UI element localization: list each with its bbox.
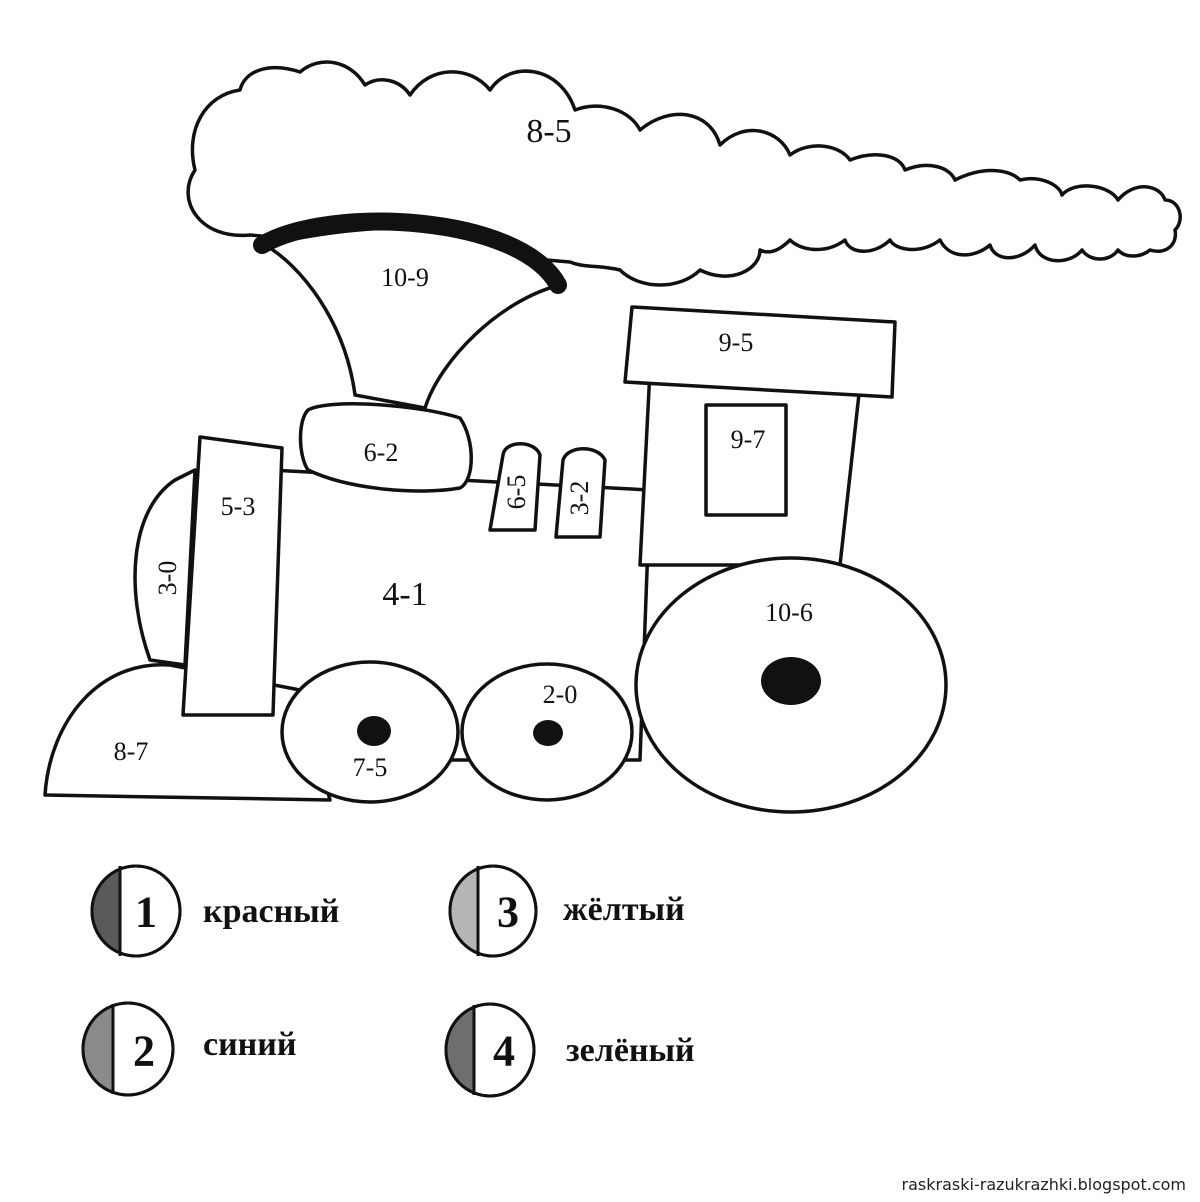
region-label-front-plate: 5-3 bbox=[220, 492, 256, 521]
legend-number-1: 1 bbox=[135, 887, 157, 937]
legend-swatch-3 bbox=[448, 864, 538, 958]
legend-label-2: синий bbox=[203, 1026, 297, 1063]
region-label-sand-box-1: 6-5 bbox=[502, 474, 531, 510]
legend-swatch-2 bbox=[81, 1001, 175, 1097]
legend-label-3: жёлтый bbox=[563, 891, 685, 928]
legend-number-3: 3 bbox=[497, 887, 519, 937]
source-credit: raskraski-razukrazhki.blogspot.com bbox=[901, 1175, 1186, 1194]
legend-number-2: 2 bbox=[133, 1026, 155, 1076]
region-label-dome: 6-2 bbox=[363, 438, 399, 467]
region-label-smoke: 8-5 bbox=[526, 113, 572, 150]
region-label-boiler: 4-1 bbox=[382, 576, 428, 613]
cab-roof-shape bbox=[623, 305, 897, 399]
legend-number-4: 4 bbox=[493, 1026, 515, 1076]
region-label-cab-window: 9-7 bbox=[730, 425, 766, 454]
region-label-small-wheel-front: 7-5 bbox=[352, 753, 388, 782]
region-label-small-wheel-middle: 2-0 bbox=[542, 680, 578, 709]
cab-window-shape bbox=[704, 403, 788, 517]
region-label-cab-roof: 9-5 bbox=[718, 328, 754, 357]
sand-box-2-shape bbox=[554, 447, 607, 539]
legend-label-4: зелёный bbox=[566, 1032, 695, 1069]
region-label-front-arc: 3-0 bbox=[153, 560, 182, 596]
chimney-rim bbox=[253, 212, 567, 294]
front-plate-shape bbox=[181, 435, 284, 717]
region-label-chimney: 10-9 bbox=[381, 263, 429, 292]
wheel-hub-icon bbox=[533, 720, 563, 746]
region-label-front-base: 8-7 bbox=[113, 737, 149, 766]
wheel-hub-icon bbox=[357, 716, 391, 746]
legend-swatch-1 bbox=[90, 864, 182, 958]
front-arc-shape bbox=[133, 468, 197, 667]
sand-box-1-shape bbox=[488, 442, 542, 532]
wheel-hub-icon bbox=[761, 657, 821, 705]
legend-swatch-4 bbox=[444, 1002, 536, 1098]
region-label-sand-box-2: 3-2 bbox=[565, 480, 594, 516]
dome-shape bbox=[298, 402, 473, 493]
region-label-big-wheel: 10-6 bbox=[765, 598, 813, 627]
legend-label-1: красный bbox=[203, 893, 340, 930]
